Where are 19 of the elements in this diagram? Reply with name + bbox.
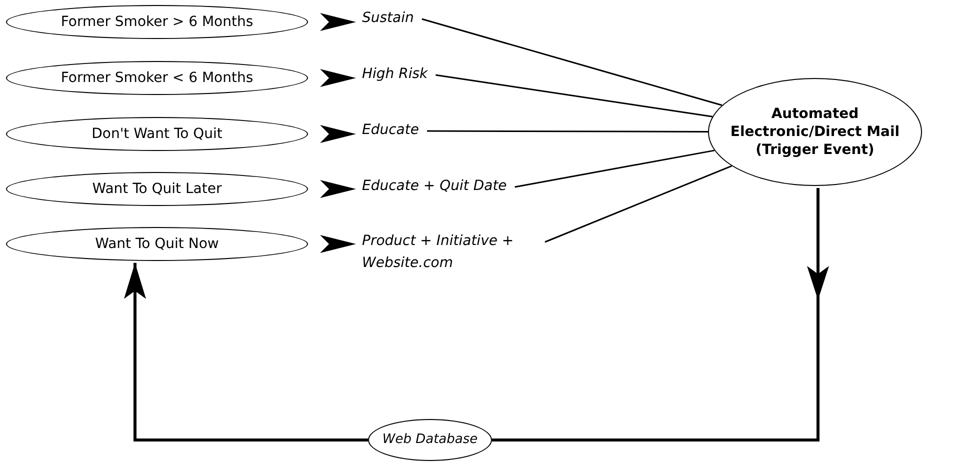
outcome-label: High Risk: [362, 64, 428, 86]
arrowhead: [320, 180, 356, 198]
outcome-label: Sustain: [362, 8, 414, 30]
outcome-label: Educate: [362, 120, 419, 142]
arrowhead: [320, 69, 356, 87]
node-label: Former Smoker < 6 Months: [60, 68, 254, 88]
node-label: Don't Want To Quit: [92, 124, 222, 144]
arrowhead: [320, 125, 356, 143]
node-label: Web Database: [382, 432, 478, 448]
connector-arrow: [492, 188, 829, 442]
node-label: Former Smoker > 6 Months: [60, 12, 254, 32]
arrowhead: [320, 235, 356, 253]
node-label: Automated Electronic/Direct Mail (Trigger Event): [729, 104, 901, 160]
outcome-label: Educate + Quit Date: [362, 176, 507, 198]
node-label: Want To Quit Now: [95, 234, 219, 254]
node-label: Want To Quit Later: [92, 180, 222, 198]
outcome-label: Product + Initiative + Website.com: [362, 231, 537, 274]
connector-arrow: [124, 262, 368, 442]
arrowhead: [320, 13, 356, 31]
